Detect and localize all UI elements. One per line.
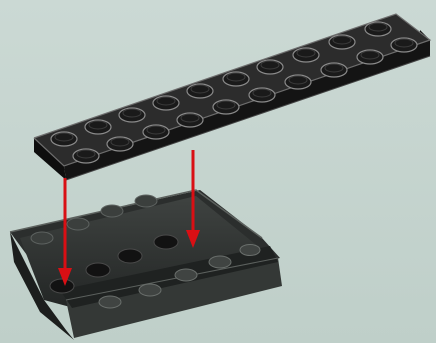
assembly-illustration bbox=[0, 0, 436, 343]
instruction-step-canvas bbox=[0, 0, 436, 343]
